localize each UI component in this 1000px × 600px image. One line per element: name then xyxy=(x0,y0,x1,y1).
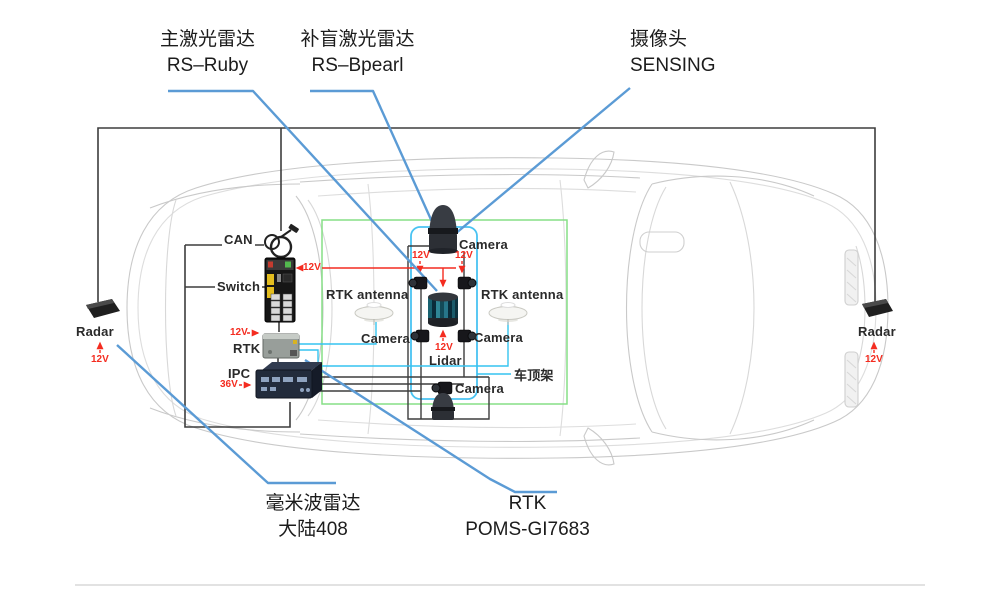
rtk-antenna-right-device xyxy=(488,302,528,325)
ipc-device xyxy=(255,362,322,399)
power-camera-left-12v: 12V xyxy=(412,250,430,261)
blind-lidar-top-device xyxy=(428,205,458,254)
camera-mid-right-upper-device xyxy=(457,276,477,290)
label-camera-top: Camera xyxy=(459,237,508,252)
headlight-hatch xyxy=(844,249,859,408)
radar-left-device xyxy=(86,299,120,318)
callout-blind-lidar-title: 补盲激光雷达 xyxy=(300,29,415,50)
label-can: CAN xyxy=(222,232,255,247)
callout-rtk-model: POMS-GI7683 xyxy=(465,519,590,540)
callout-rtk: RTK POMS-GI7683 xyxy=(455,491,600,543)
camera-mid-left-lower-device xyxy=(410,329,430,343)
callout-leaders xyxy=(116,87,631,494)
label-roof-rack: 车顶架 xyxy=(514,368,554,383)
callout-main-lidar-title: 主激光雷达 xyxy=(159,29,255,50)
label-ipc: IPC xyxy=(228,366,251,381)
callout-main-lidar: 主激光雷达 RS–Ruby xyxy=(140,27,275,79)
power-rtk-12v: 12V xyxy=(230,327,248,338)
callout-camera: 摄像头 SENSING xyxy=(630,27,716,79)
switch-device xyxy=(264,257,296,323)
label-camera-bottom: Camera xyxy=(455,381,504,396)
leader-main-lidar xyxy=(168,89,438,292)
label-camera-right: Camera xyxy=(474,330,523,345)
callout-blind-lidar-model: RS–Bpearl xyxy=(311,55,404,76)
power-switch-12v: 12V xyxy=(303,262,321,273)
can-connector-icon xyxy=(264,223,299,259)
leader-blind-lidar xyxy=(310,89,435,225)
rtk-antenna-left-device xyxy=(354,302,394,325)
power-wires xyxy=(96,261,878,389)
label-lidar: Lidar xyxy=(429,353,462,368)
main-lidar-device xyxy=(428,292,458,327)
leader-rtk xyxy=(304,358,557,494)
callout-camera-title: 摄像头 xyxy=(630,29,688,50)
callout-rtk-title: RTK xyxy=(508,493,547,514)
label-rtk-antenna-left: RTK antenna xyxy=(326,287,409,302)
callout-mmwave-radar-title: 毫米波雷达 xyxy=(265,493,361,514)
leader-mmwave-radar xyxy=(116,344,336,485)
label-radar-right: Radar xyxy=(858,324,896,339)
label-camera-left: Camera xyxy=(361,331,410,346)
callout-main-lidar-model: RS–Ruby xyxy=(166,55,249,76)
label-rtk: RTK xyxy=(233,341,261,356)
power-radar-left-12v: 12V xyxy=(91,354,109,365)
power-ipc-36v: 36V xyxy=(220,379,238,390)
camera-mid-right-lower-device xyxy=(457,329,477,343)
power-radar-right-12v: 12V xyxy=(865,354,883,365)
radar-right-device xyxy=(862,299,893,317)
callout-blind-lidar: 补盲激光雷达 RS–Bpearl xyxy=(290,27,425,79)
callout-camera-model: SENSING xyxy=(630,55,716,76)
callout-mmwave-radar: 毫米波雷达 大陆408 xyxy=(248,491,378,543)
camera-bottom-device xyxy=(431,381,453,395)
label-rtk-antenna-right: RTK antenna xyxy=(481,287,564,302)
label-radar-left: Radar xyxy=(76,324,114,339)
callout-mmwave-radar-model: 大陆408 xyxy=(278,519,348,540)
power-lidar-12v: 12V xyxy=(435,342,453,353)
camera-mid-left-upper-device xyxy=(408,276,428,290)
rtk-device xyxy=(262,333,300,359)
blind-lidar-bottom-device xyxy=(431,393,455,420)
power-camera-right-12v: 12V xyxy=(455,250,473,261)
leader-camera xyxy=(454,87,631,235)
label-switch: Switch xyxy=(215,279,263,294)
